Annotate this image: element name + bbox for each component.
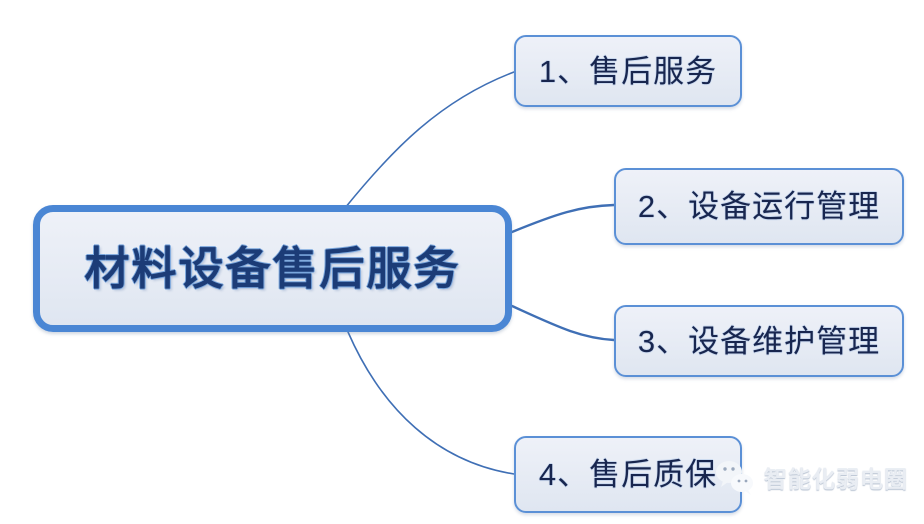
branch-node-2[interactable]: 2、设备运行管理 — [614, 168, 904, 245]
branch-node-1[interactable]: 1、售后服务 — [514, 35, 742, 107]
wechat-logo-icon — [716, 461, 753, 495]
connector-to-branch-3 — [510, 304, 616, 342]
branch-node-2-label: 2、设备运行管理 — [637, 189, 881, 224]
watermark: 智能化弱电圈 — [714, 457, 908, 497]
connector-to-branch-4 — [347, 331, 515, 475]
root-node-label: 材料设备售后服务 — [84, 243, 461, 294]
watermark-text: 智能化弱电圈 — [764, 466, 908, 492]
branch-node-4-label: 4、售后质保 — [538, 457, 718, 492]
branch-node-3[interactable]: 3、设备维护管理 — [614, 305, 904, 377]
branch-node-1-label: 1、售后服务 — [538, 53, 718, 89]
branch-node-3-label: 3、设备维护管理 — [637, 323, 881, 359]
connector-to-branch-1 — [344, 71, 515, 209]
connector-to-branch-2 — [510, 203, 616, 234]
root-node[interactable]: 材料设备售后服务 — [33, 205, 512, 332]
branch-node-4[interactable]: 4、售后质保 — [514, 436, 742, 513]
